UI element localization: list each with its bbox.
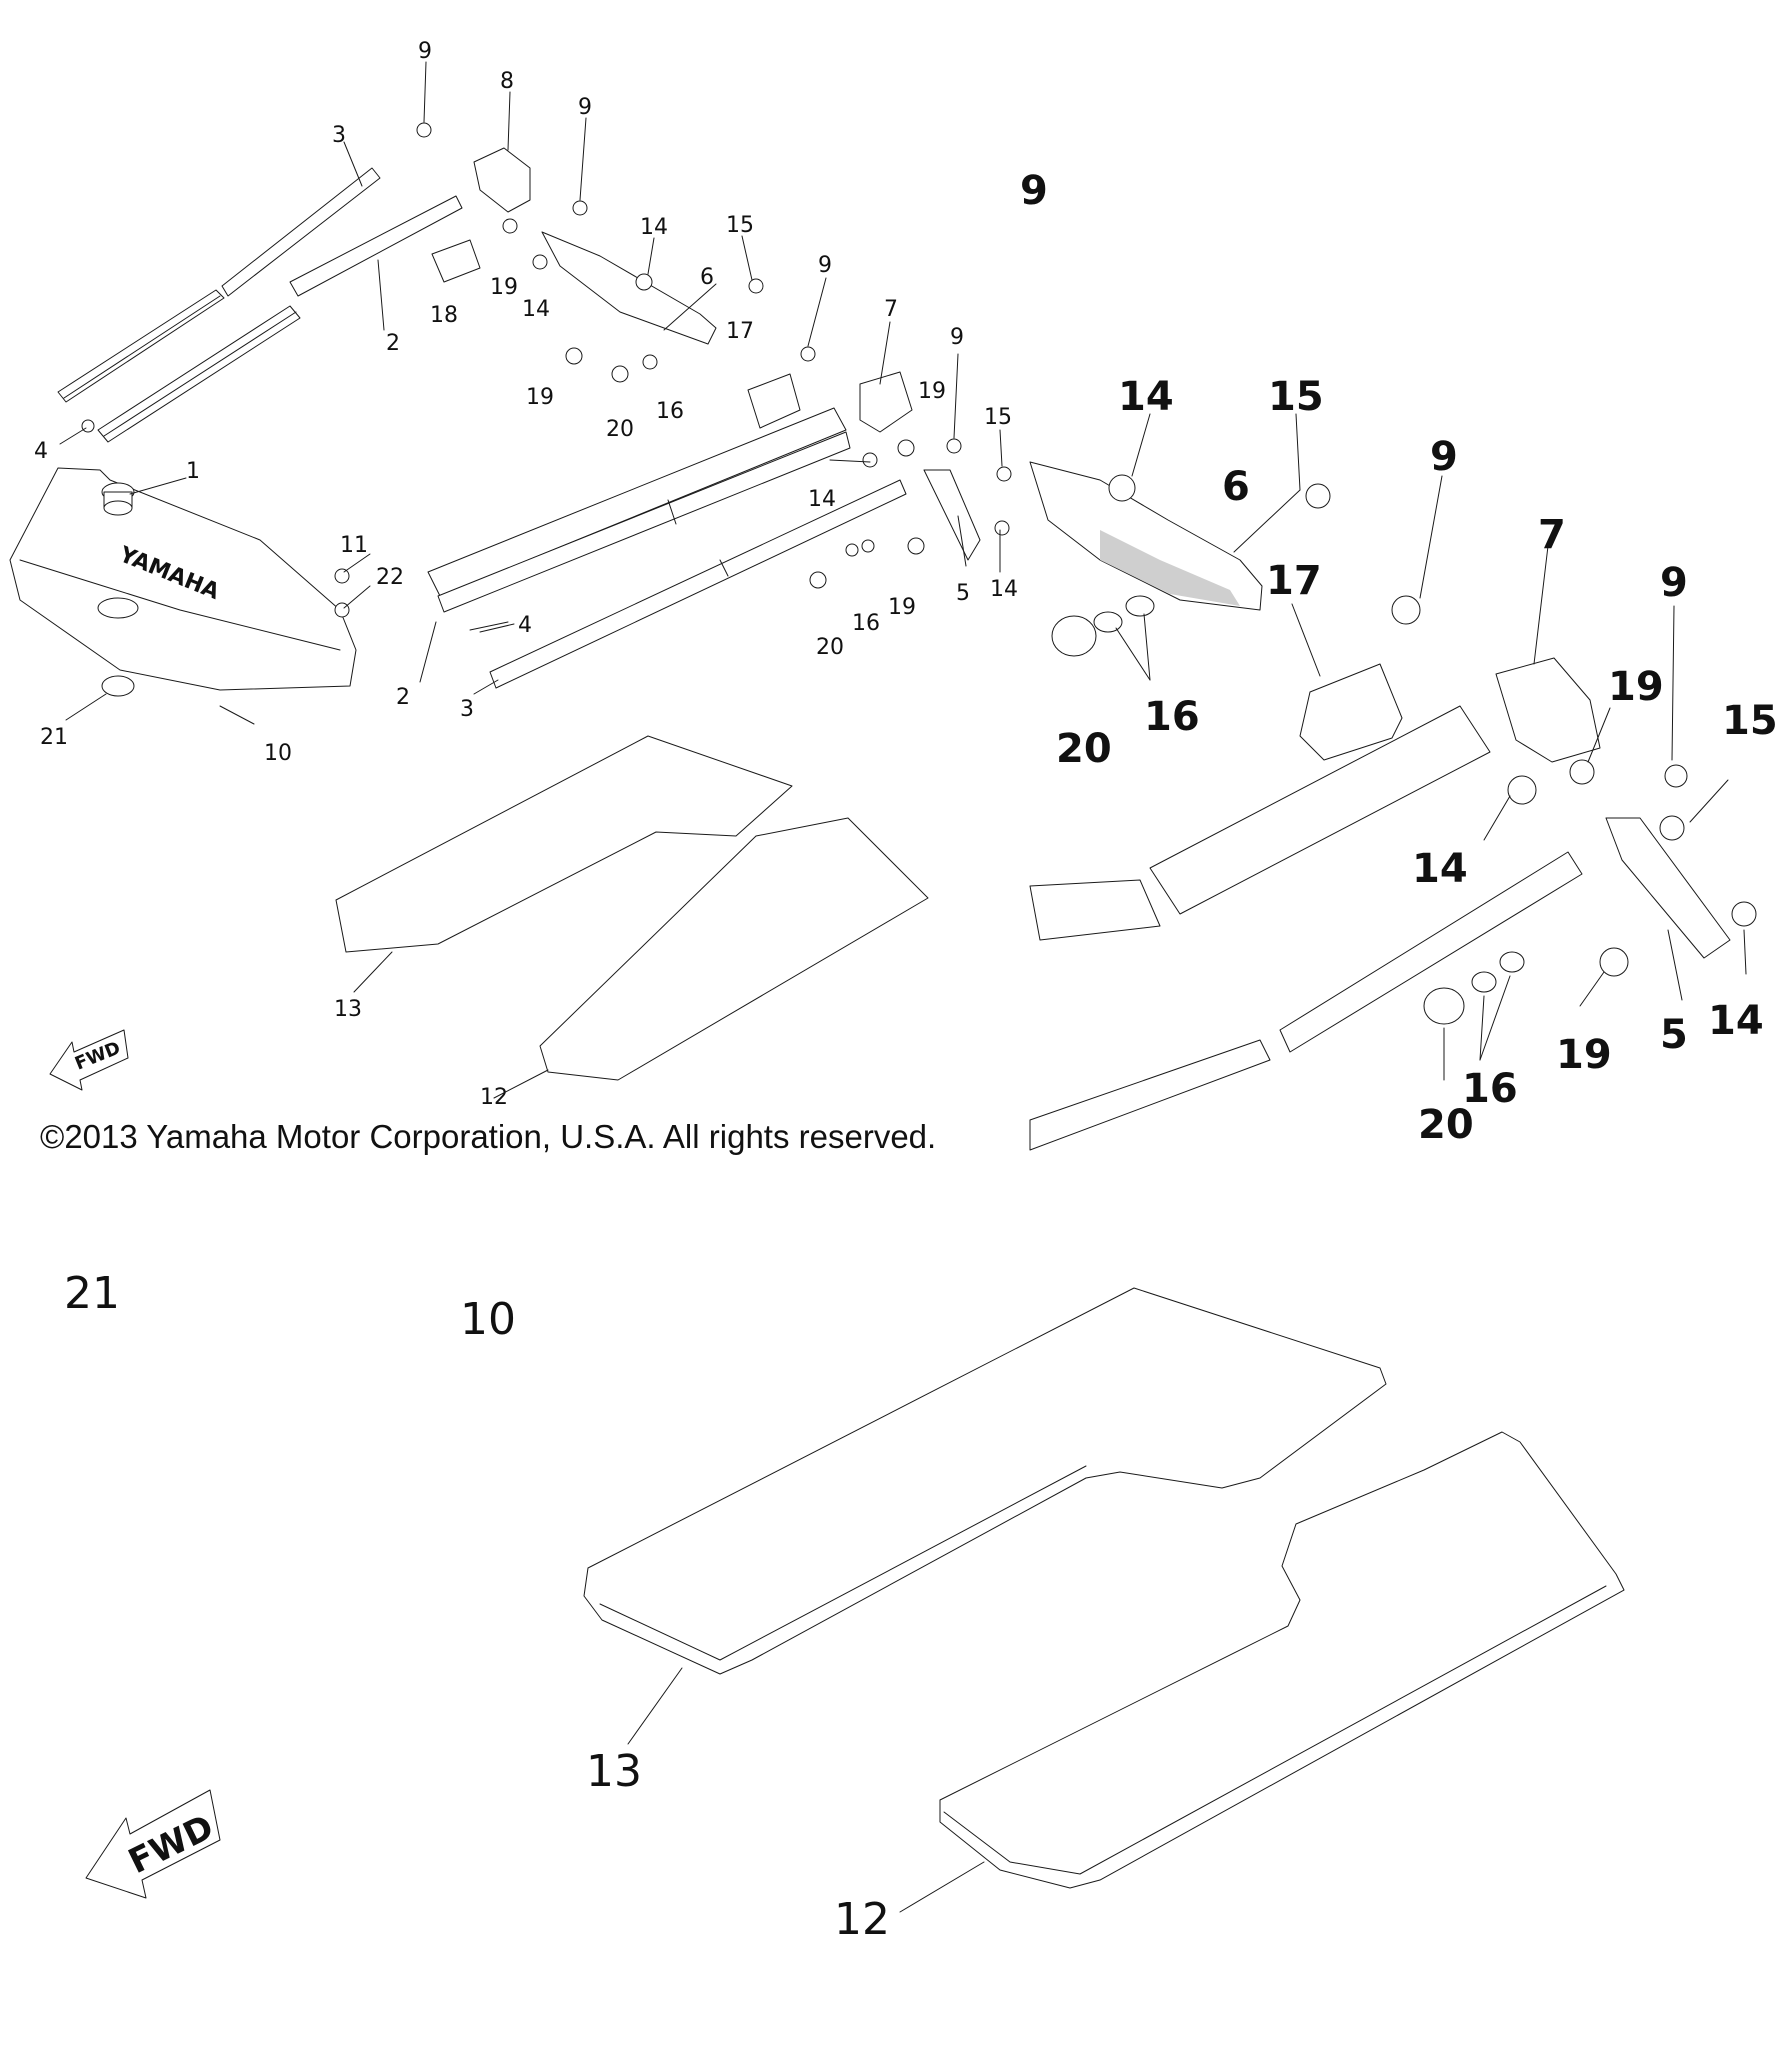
lower-callout-21: 21 — [64, 1268, 120, 1319]
copyright-notice: ©2013 Yamaha Motor Corporation, U.S.A. A… — [40, 1118, 937, 1155]
detail-callout-15: 15 — [1722, 698, 1778, 744]
lower-drawing: FWD — [85, 1287, 1625, 1913]
callout-14: 14 — [640, 215, 668, 240]
callout-13: 13 — [334, 997, 362, 1022]
detail-callout-6: 6 — [1222, 464, 1250, 510]
part-2-rail-lower — [97, 195, 463, 443]
leader-13 — [627, 1667, 683, 1745]
front-rails — [427, 407, 907, 689]
detail-part-6-bracket — [1029, 461, 1263, 611]
callout-15: 15 — [984, 405, 1012, 430]
callout-7: 7 — [884, 297, 898, 322]
part-8-bracket — [473, 147, 531, 213]
lower-callout-12: 12 — [834, 1894, 890, 1945]
callout-22: 22 — [376, 565, 404, 590]
callout-1: 1 — [186, 459, 200, 484]
detail-callout-9: 9 — [1660, 560, 1688, 606]
detail-callout-5: 5 — [1660, 1012, 1688, 1058]
lower-callout-13: 13 — [586, 1746, 642, 1797]
callout-20: 20 — [816, 635, 844, 660]
detail-callout-14: 14 — [1708, 998, 1764, 1044]
detail-part-17-clip — [1299, 663, 1403, 761]
callout-19: 19 — [918, 379, 946, 404]
callout-19: 19 — [888, 595, 916, 620]
fwd-arrow-large: FWD — [85, 1789, 221, 1899]
callout-5: 5 — [956, 581, 970, 606]
detail-part-5-bracket — [1605, 817, 1731, 959]
detail-fasteners — [1051, 474, 1757, 1025]
lower-callouts: 21 10 13 12 — [64, 1268, 890, 1945]
part-18-clip — [431, 239, 481, 283]
callout-17: 17 — [726, 319, 754, 344]
callout-11: 11 — [340, 533, 368, 558]
callout-14: 14 — [522, 297, 550, 322]
detail-leaders — [1115, 413, 1747, 1081]
detail-callout-17: 17 — [1266, 558, 1322, 604]
part-5-bracket — [923, 469, 981, 561]
lower-callout-10: 10 — [460, 1294, 516, 1345]
partial-label: 9 — [1020, 168, 1048, 214]
callout-16: 16 — [656, 399, 684, 424]
callout-20: 20 — [606, 417, 634, 442]
detail-front-rail-lower — [1279, 851, 1583, 1053]
part-1-cap — [101, 482, 135, 516]
leader-12 — [899, 1861, 985, 1913]
part-10-hood: YAMAHA — [9, 467, 357, 691]
overview-fasteners — [81, 122, 1012, 631]
callout-3: 3 — [460, 697, 474, 722]
detail-callout-14: 14 — [1412, 846, 1468, 892]
detail-callout-7: 7 — [1538, 512, 1566, 558]
part-13-mat-small — [335, 735, 793, 953]
callout-8: 8 — [500, 69, 514, 94]
detail-front-rail-upper — [1149, 705, 1491, 915]
callout-9: 9 — [578, 95, 592, 120]
detail-callouts: 14 15 6 9 7 9 17 16 20 19 15 14 14 5 19 … — [1056, 374, 1778, 1148]
callout-12: 12 — [480, 1085, 508, 1110]
detail-callout-14: 14 — [1118, 374, 1174, 420]
part-6-bracket — [541, 231, 717, 345]
detail-callout-20: 20 — [1056, 726, 1112, 772]
callout-6: 6 — [700, 265, 714, 290]
detail-callout-16: 16 — [1462, 1066, 1518, 1112]
callout-19: 19 — [490, 275, 518, 300]
part-3-rail-upper — [57, 167, 381, 403]
callout-9: 9 — [418, 39, 432, 64]
callout-18: 18 — [430, 303, 458, 328]
fwd-arrow-small: FWD — [49, 1029, 129, 1091]
callout-19: 19 — [526, 385, 554, 410]
detail-callout-16: 16 — [1144, 694, 1200, 740]
callout-2: 2 — [386, 331, 400, 356]
callout-21: 21 — [40, 725, 68, 750]
part-17-clip — [747, 373, 801, 429]
part-12-mat-small — [539, 817, 929, 1081]
callout-9: 9 — [950, 325, 964, 350]
detail-callout-19: 19 — [1608, 664, 1664, 710]
overview-drawing: YAMAHA — [9, 61, 1012, 1099]
callout-16: 16 — [852, 611, 880, 636]
callout-10: 10 — [264, 741, 292, 766]
callout-14: 14 — [990, 577, 1018, 602]
callout-9: 9 — [818, 253, 832, 278]
detail-drawing: 9 — [1020, 168, 1757, 1151]
part-7-bracket — [859, 371, 913, 433]
part-13-mat — [583, 1287, 1387, 1675]
part-12-mat — [939, 1431, 1625, 1889]
detail-callout-9: 9 — [1430, 434, 1458, 480]
callout-3: 3 — [332, 123, 346, 148]
detail-part-7-bracket — [1495, 657, 1601, 763]
callout-4: 4 — [518, 613, 532, 638]
detail-callout-20: 20 — [1418, 1102, 1474, 1148]
detail-callout-15: 15 — [1268, 374, 1324, 420]
overview-leaders — [59, 61, 1003, 1099]
callout-4: 4 — [34, 439, 48, 464]
overview-callouts: 1 2 2 3 3 4 4 5 6 7 8 9 9 9 9 10 11 12 1… — [34, 39, 1018, 1110]
callout-2: 2 — [396, 685, 410, 710]
callout-15: 15 — [726, 213, 754, 238]
part-21-grommet — [101, 675, 135, 697]
callout-14: 14 — [808, 487, 836, 512]
detail-callout-19: 19 — [1556, 1032, 1612, 1078]
